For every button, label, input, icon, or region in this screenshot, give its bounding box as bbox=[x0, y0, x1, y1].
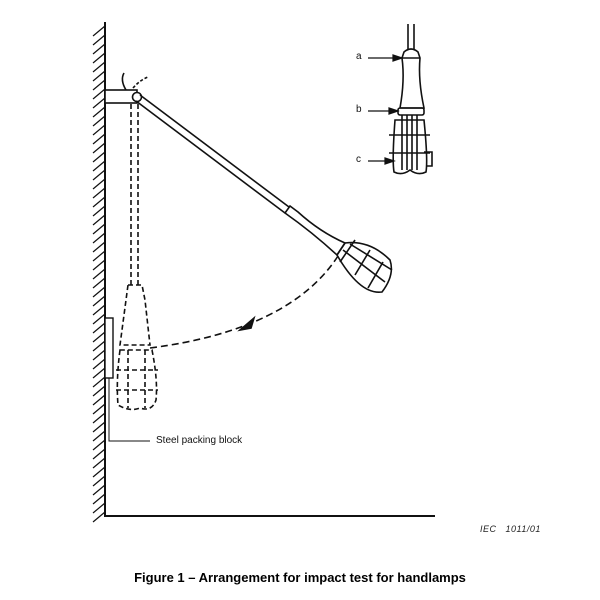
label-c: c bbox=[356, 154, 361, 165]
wall-hatch-line bbox=[92, 52, 106, 64]
wall-hatch-line bbox=[92, 430, 106, 442]
iec-reference: IEC 1011/01 bbox=[480, 524, 541, 534]
wall-hatch-line bbox=[92, 448, 106, 460]
wall-hatch-line bbox=[92, 295, 106, 307]
wall-hatch-line bbox=[92, 70, 106, 82]
wall-hatch-line bbox=[92, 250, 106, 262]
wall-hatch-line bbox=[92, 259, 106, 271]
wall-hatch-line bbox=[92, 466, 106, 478]
wall-hatch-line bbox=[92, 187, 106, 199]
wall-hatch-line bbox=[92, 403, 106, 415]
wall-hatch-line bbox=[92, 385, 106, 397]
wall-hatch-line bbox=[92, 169, 106, 181]
wall-hatch-line bbox=[92, 133, 106, 145]
wall bbox=[92, 22, 106, 523]
wall-hatch-line bbox=[92, 340, 106, 352]
wall-hatch-line bbox=[92, 394, 106, 406]
wall-hatch-line bbox=[92, 439, 106, 451]
wall-hatch-line bbox=[92, 124, 106, 136]
wall-hatch-line bbox=[92, 205, 106, 217]
wall-hatch-line bbox=[92, 367, 106, 379]
inset-arrows bbox=[368, 54, 404, 165]
arc-arrowhead bbox=[237, 315, 256, 332]
wall-hatch-line bbox=[92, 358, 106, 370]
wall-hatch-line bbox=[92, 79, 106, 91]
wall-hatch-line bbox=[92, 421, 106, 433]
wall-hatch-line bbox=[92, 196, 106, 208]
steel-packing-block bbox=[104, 317, 114, 379]
wall-hatch-line bbox=[92, 34, 106, 46]
wall-hatch-line bbox=[92, 223, 106, 235]
wall-hatch-line bbox=[92, 232, 106, 244]
figure-caption: Figure 1 – Arrangement for impact test f… bbox=[134, 570, 466, 585]
wall-hatch-line bbox=[92, 268, 106, 280]
wall-hatch-line bbox=[92, 331, 106, 343]
wall-hatch-line bbox=[92, 241, 106, 253]
wall-hatch-line bbox=[92, 160, 106, 172]
wall-hatch-line bbox=[92, 115, 106, 127]
wall-hatch-line bbox=[92, 475, 106, 487]
swing-arc bbox=[149, 255, 339, 349]
wall-hatch-line bbox=[92, 142, 106, 154]
wall-hatch-line bbox=[92, 43, 106, 55]
wall-hatch-line bbox=[92, 322, 106, 334]
wall-hatch-line bbox=[92, 88, 106, 100]
label-a: a bbox=[356, 51, 362, 62]
wall-hatch-line bbox=[92, 349, 106, 361]
wall-hatch-line bbox=[92, 25, 106, 37]
wall-hatch-line bbox=[92, 313, 106, 325]
wall-hatch-line bbox=[92, 511, 106, 523]
wall-hatch-line bbox=[92, 376, 106, 388]
wall-hatch-line bbox=[92, 214, 106, 226]
wall-hatch-line bbox=[92, 61, 106, 73]
label-b: b bbox=[356, 104, 362, 115]
swinging-handlamp bbox=[135, 94, 393, 293]
wall-hatch-line bbox=[92, 106, 106, 118]
wall-hatch-line bbox=[92, 97, 106, 109]
inset-handlamp bbox=[389, 24, 433, 175]
wall-hatch-line bbox=[92, 493, 106, 505]
block-leader-line bbox=[108, 378, 150, 442]
wall-hatch-line bbox=[92, 502, 106, 514]
steel-packing-block-label: Steel packing block bbox=[156, 435, 243, 446]
wall-hatch-line bbox=[92, 286, 106, 298]
wall-hatch-line bbox=[92, 457, 106, 469]
wall-hatch-line bbox=[92, 151, 106, 163]
wall-hatch-line bbox=[92, 484, 106, 496]
bracket bbox=[104, 72, 149, 104]
wall-hatch-line bbox=[92, 412, 106, 424]
wall-hatch-line bbox=[92, 277, 106, 289]
hanging-handlamp-dashed bbox=[116, 104, 158, 411]
wall-hatch-line bbox=[92, 178, 106, 190]
wall-hatch-line bbox=[92, 304, 106, 316]
